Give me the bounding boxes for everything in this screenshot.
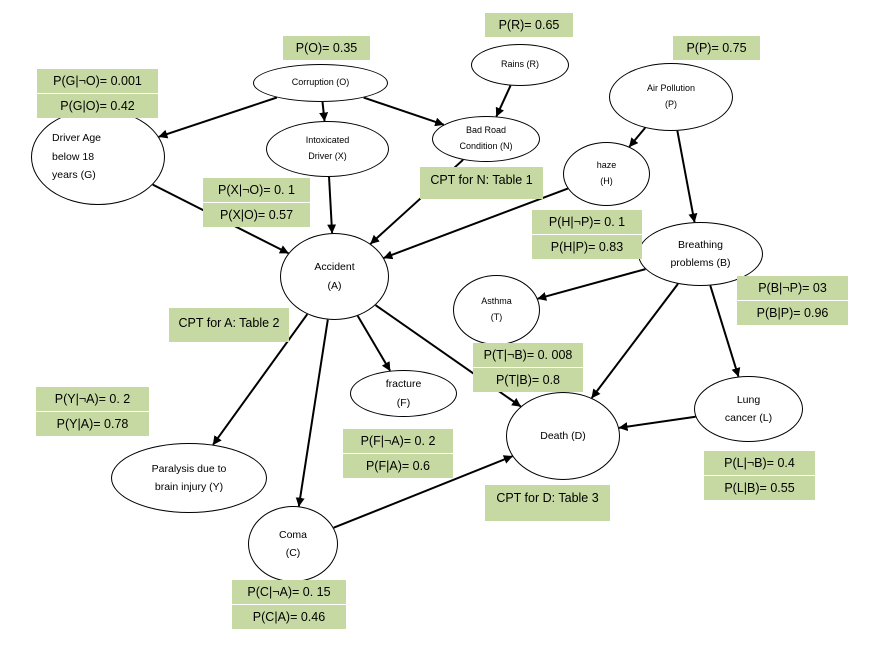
edge-breathing-to-asthma xyxy=(537,268,646,301)
edge-corruption-to-intoxicated xyxy=(319,101,329,122)
cpt-n: CPT for N: Table 1 xyxy=(430,173,533,187)
edge-corruption-to-bad_road xyxy=(363,96,445,127)
prob-f-2: P(F|A)= 0.6 xyxy=(343,453,453,478)
prob-box-p: P(P)= 0.75 xyxy=(673,36,760,60)
cpt-box-a: CPT for A: Table 2 xyxy=(169,308,289,342)
edge-intoxicated-to-accident xyxy=(327,176,337,234)
prob-b-1: P(B|¬P)= 03 xyxy=(758,281,827,295)
cpt-box-d: CPT for D: Table 3 xyxy=(485,485,610,521)
prob-box-h: P(H|¬P)= 0. 1 P(H|P)= 0.83 xyxy=(532,210,642,259)
edge-corruption-to-driver_age xyxy=(158,96,278,139)
node-driver-age: Driver Age below 18 years (G) xyxy=(31,109,165,205)
node-breathing-problems: Breathing problems (B) xyxy=(638,222,763,286)
prob-box-x: P(X|¬O)= 0. 1 P(X|O)= 0.57 xyxy=(203,178,310,227)
prob-y-1: P(Y|¬A)= 0. 2 xyxy=(54,392,131,406)
node-intoxicated-driver: Intoxicated Driver (X) xyxy=(266,121,389,177)
prob-g-2: P(G|O)= 0.42 xyxy=(37,93,158,118)
edge-breathing-to-death xyxy=(590,283,679,399)
edge-accident-to-fracture xyxy=(356,315,391,372)
prob-o-1: P(O)= 0.35 xyxy=(295,41,358,55)
prob-t-2: P(T|B)= 0.8 xyxy=(473,367,583,392)
cpt-d: CPT for D: Table 3 xyxy=(496,491,599,505)
edge-air_pollution-to-breathing xyxy=(676,130,698,223)
node-paralysis: Paralysis due to brain injury (Y) xyxy=(111,443,267,513)
prob-h-2: P(H|P)= 0.83 xyxy=(532,234,642,259)
prob-t-1: P(T|¬B)= 0. 008 xyxy=(483,348,573,362)
node-corruption: Corruption (O) xyxy=(253,64,388,102)
prob-b-2: P(B|P)= 0.96 xyxy=(737,300,848,325)
edge-breathing-to-lung_cancer xyxy=(709,285,741,377)
edge-lung_cancer-to-death xyxy=(618,415,696,432)
node-fracture: fracture (F) xyxy=(350,370,457,417)
prob-l-2: P(L|B)= 0.55 xyxy=(704,475,815,500)
node-rains: Rains (R) xyxy=(471,44,569,86)
prob-g-1: P(G|¬O)= 0.001 xyxy=(53,74,142,88)
prob-c-2: P(C|A)= 0.46 xyxy=(232,604,346,629)
edge-coma-to-death xyxy=(333,455,513,529)
prob-box-l: P(L|¬B)= 0.4 P(L|B)= 0.55 xyxy=(704,451,815,500)
node-coma: Coma (C) xyxy=(248,506,338,582)
cpt-box-n: CPT for N: Table 1 xyxy=(420,167,543,199)
prob-box-o: P(O)= 0.35 xyxy=(283,36,370,60)
node-bad-road-condition: Bad Road Condition (N) xyxy=(432,116,540,162)
prob-box-g: P(G|¬O)= 0.001 P(G|O)= 0.42 xyxy=(37,69,158,118)
prob-p-1: P(P)= 0.75 xyxy=(686,41,747,55)
node-lung-cancer: Lung cancer (L) xyxy=(694,376,803,442)
node-asthma: Asthma (T) xyxy=(453,275,540,345)
node-death: Death (D) xyxy=(506,392,620,480)
edge-accident-to-paralysis xyxy=(212,313,309,446)
prob-c-1: P(C|¬A)= 0. 15 xyxy=(247,585,331,599)
prob-box-r: P(R)= 0.65 xyxy=(485,13,573,37)
prob-box-b: P(B|¬P)= 03 P(B|P)= 0.96 xyxy=(737,276,848,325)
prob-f-1: P(F|¬A)= 0. 2 xyxy=(360,434,436,448)
prob-box-t: P(T|¬B)= 0. 008 P(T|B)= 0.8 xyxy=(473,343,583,392)
prob-y-2: P(Y|A)= 0.78 xyxy=(36,411,149,436)
edge-air_pollution-to-haze xyxy=(628,127,646,148)
cpt-a: CPT for A: Table 2 xyxy=(178,316,280,330)
prob-box-f: P(F|¬A)= 0. 2 P(F|A)= 0.6 xyxy=(343,429,453,478)
prob-h-1: P(H|¬P)= 0. 1 xyxy=(548,215,626,229)
edge-haze-to-accident xyxy=(383,187,569,260)
prob-box-c: P(C|¬A)= 0. 15 P(C|A)= 0.46 xyxy=(232,580,346,629)
prob-box-y: P(Y|¬A)= 0. 2 P(Y|A)= 0.78 xyxy=(36,387,149,436)
node-haze: haze (H) xyxy=(563,142,650,206)
node-accident: Accident (A) xyxy=(280,233,389,320)
prob-r-1: P(R)= 0.65 xyxy=(498,18,560,32)
prob-x-2: P(X|O)= 0.57 xyxy=(203,202,310,227)
prob-l-1: P(L|¬B)= 0.4 xyxy=(724,456,795,470)
node-air-pollution: Air Pollution (P) xyxy=(609,63,733,131)
prob-x-1: P(X|¬O)= 0. 1 xyxy=(218,183,295,197)
edge-rains-to-bad_road xyxy=(495,85,512,117)
edge-accident-to-coma xyxy=(295,319,329,507)
